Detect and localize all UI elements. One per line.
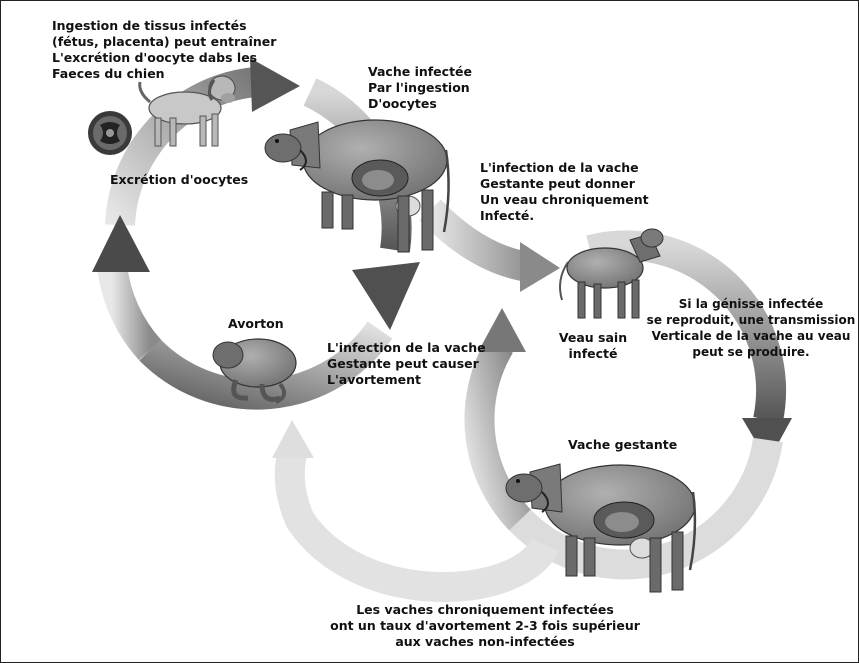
label-healthy-calf: Veau sain infecté <box>548 330 638 362</box>
label-cow-infected: Vache infectée Par l'ingestion D'oocytes <box>368 64 508 112</box>
label-pregnant-cow: Vache gestante <box>568 437 708 453</box>
label-excretion: Excrétion d'oocytes <box>110 172 280 188</box>
oocyst-icon <box>88 111 132 155</box>
label-dog-ingestion: Ingestion de tissus infectés (fétus, pla… <box>52 18 312 82</box>
label-chronic: Les vaches chroniquement infectées ont u… <box>300 602 670 650</box>
arrow-head-left <box>92 215 150 272</box>
arrow-head-right <box>352 262 420 330</box>
label-gestant-abortion: L'infection de la vache Gestante peut ca… <box>327 340 507 388</box>
infected-cow-icon <box>265 120 449 252</box>
label-heifer: Si la génisse infectée se reproduit, une… <box>645 296 857 360</box>
label-gestant-calf: L'infection de la vache Gestante peut do… <box>480 160 680 224</box>
label-abortion: Avorton <box>228 316 318 332</box>
